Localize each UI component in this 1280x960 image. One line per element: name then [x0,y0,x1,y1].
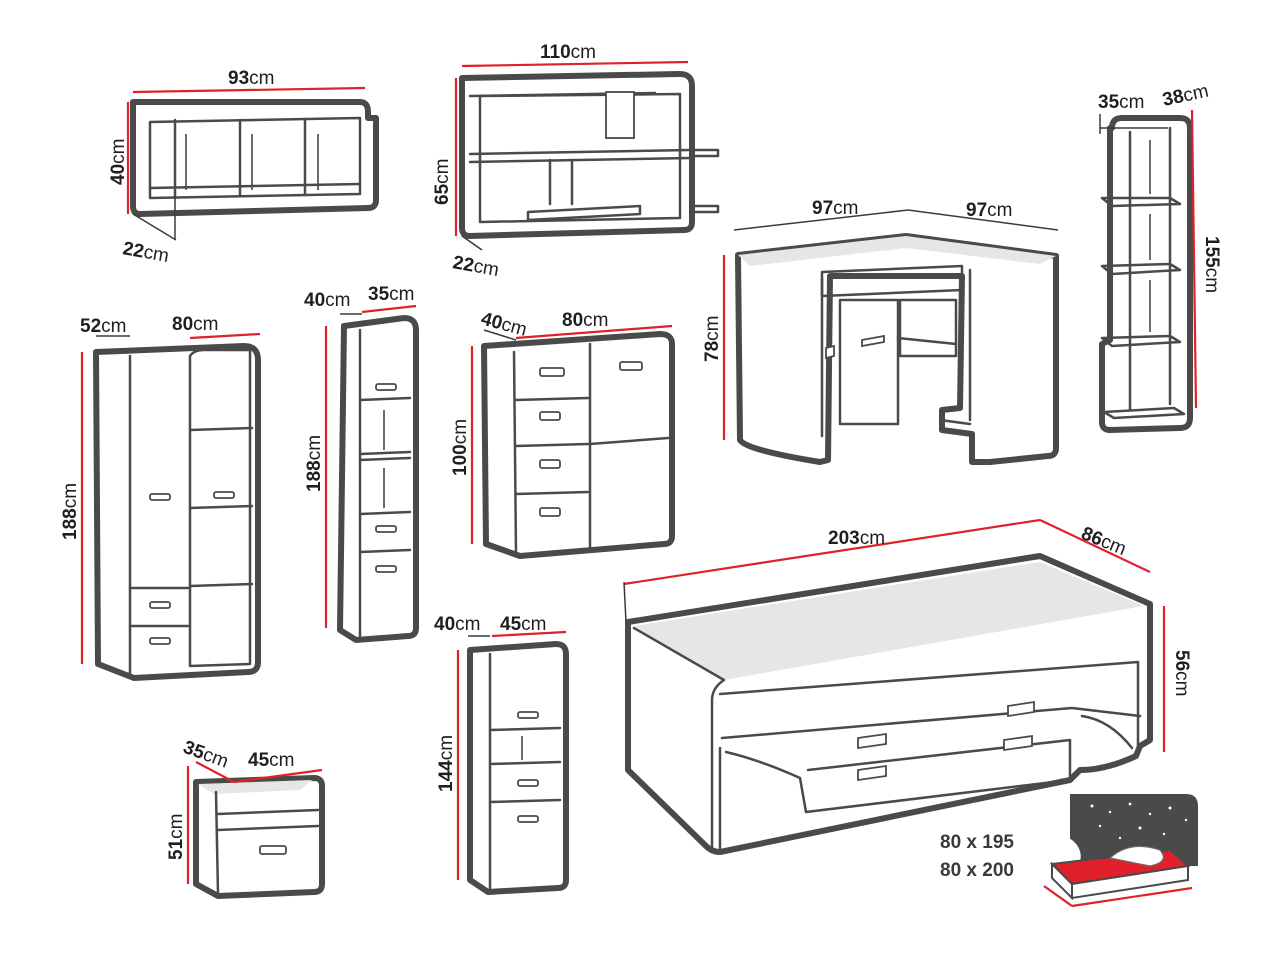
tall-cabinet-width-label: 35cm [368,284,414,305]
corner-desk-height-label: 78cm [702,316,723,362]
wardrobe-width-label: 80cm [172,314,218,335]
wall-shelf-width-label: 110cm [540,42,596,63]
nightstand-height-label: 51cm [166,814,187,860]
tall-cabinet-height-label: 188cm [304,435,325,492]
chest-of-drawers [470,324,675,559]
small-cabinet [456,630,569,895]
corner-shelf [1099,109,1198,433]
corner-shelf-height-label: 155cm [1201,236,1222,293]
mattress-icon [1043,794,1198,908]
bed-height-label: 56cm [1171,650,1192,696]
bed-length-label: 203cm [828,528,885,549]
chest-height-label: 100cm [450,419,471,476]
small-cabinet-height-label: 144cm [436,735,457,792]
wardrobe-height-label: 188cm [60,483,81,540]
mattress-size-2: 80 x 200 [940,860,1014,881]
small-cabinet-depth-label: 40cm [434,614,480,635]
corner-desk-side-b-label: 97cm [966,200,1012,221]
wall-cabinet-height-label: 40cm [108,139,129,185]
wall-shelf [454,60,720,251]
wardrobe [80,332,261,681]
corner-shelf-depth-b-label: 38cm [1161,81,1211,111]
small-cabinet-width-label: 45cm [500,614,546,635]
tall-cabinet-depth-label: 40cm [304,290,350,311]
corner-desk-side-a-label: 97cm [812,198,858,219]
wall-cabinet-width-label: 93cm [228,68,274,89]
wall-cabinet-depth-label: 22cm [121,238,170,267]
nightstand-width-label: 45cm [248,750,294,771]
tall-cabinet [324,304,419,643]
wall-shelf-depth-label: 22cm [451,252,500,281]
wall-shelf-height-label: 65cm [432,159,453,205]
chest-width-label: 80cm [562,310,608,331]
nightstand [186,761,325,899]
bed-depth-label: 86cm [1078,523,1129,560]
mattress-size-1: 80 x 195 [940,832,1014,853]
corner-desk [722,209,1059,465]
night-sky-icon [1070,794,1198,866]
wall-cabinet [126,86,379,241]
wardrobe-depth-label: 52cm [80,316,126,337]
bed [623,518,1166,855]
corner-shelf-depth-a-label: 35cm [1098,92,1144,113]
